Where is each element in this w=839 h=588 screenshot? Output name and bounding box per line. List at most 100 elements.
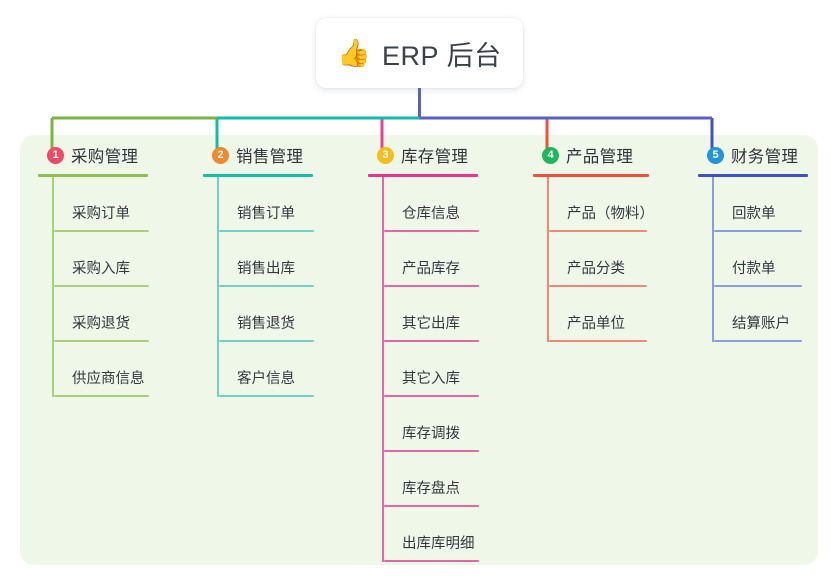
- leaf-item-label: 产品库存: [402, 261, 460, 277]
- branch-header-2[interactable]: 2 销售管理: [203, 142, 353, 168]
- branch-header-5[interactable]: 5 财务管理: [698, 142, 828, 168]
- leaf-item-rule: [54, 230, 149, 232]
- branch-header-rule-1: [38, 174, 148, 177]
- leaf-spine-2: [217, 177, 219, 397]
- leaf-spine-5: [712, 177, 714, 342]
- branch-column-1: 1 采购管理采购订单采购入库采购退货供应商信息: [38, 142, 188, 397]
- leaf-item-rule: [219, 340, 314, 342]
- branch-column-2: 2 销售管理销售订单销售出库销售退货客户信息: [203, 142, 353, 397]
- leaf-item[interactable]: 库存调拨: [384, 397, 518, 452]
- leaf-item-rule: [384, 450, 479, 452]
- leaf-item-rule: [54, 285, 149, 287]
- leaf-item-label: 库存调拨: [402, 426, 460, 442]
- leaf-item-label: 产品单位: [567, 316, 625, 332]
- leaf-list-2: 销售订单销售出库销售退货客户信息: [203, 177, 353, 397]
- leaf-list-1: 采购订单采购入库采购退货供应商信息: [38, 177, 188, 397]
- leaf-item-label: 销售退货: [237, 316, 295, 332]
- leaf-item-label: 其它出库: [402, 316, 460, 332]
- leaf-item-label: 仓库信息: [402, 206, 460, 222]
- branch-header-rule-4: [533, 174, 649, 177]
- leaf-item-rule: [384, 395, 479, 397]
- root-node[interactable]: 👍 ERP 后台: [316, 18, 523, 88]
- branch-title-2: 销售管理: [236, 148, 304, 166]
- root-title: ERP 后台: [382, 40, 502, 71]
- leaf-item[interactable]: 其它入库: [384, 342, 518, 397]
- leaf-item-rule: [384, 560, 479, 562]
- leaf-item[interactable]: 客户信息: [219, 342, 353, 397]
- branch-column-5: 5 财务管理回款单付款单结算账户: [698, 142, 828, 342]
- branch-badge-5: 5: [707, 146, 724, 164]
- leaf-item-label: 产品（物料）: [567, 206, 654, 222]
- leaf-item[interactable]: 产品库存: [384, 232, 518, 287]
- leaf-item[interactable]: 产品（物料）: [549, 177, 683, 232]
- branch-header-rule-5: [698, 174, 808, 177]
- leaf-list-5: 回款单付款单结算账户: [698, 177, 828, 342]
- leaf-item-rule: [219, 395, 314, 397]
- leaf-item-rule: [384, 285, 479, 287]
- leaf-item-label: 回款单: [732, 206, 776, 222]
- leaf-item-label: 其它入库: [402, 371, 460, 387]
- leaf-item-label: 采购退货: [72, 316, 130, 332]
- leaf-item-rule: [549, 340, 647, 342]
- leaf-item-rule: [714, 285, 802, 287]
- branch-title-1: 采购管理: [71, 148, 139, 166]
- leaf-item[interactable]: 产品单位: [549, 287, 683, 342]
- leaf-item[interactable]: 其它出库: [384, 287, 518, 342]
- branch-header-3[interactable]: 3 库存管理: [368, 142, 518, 168]
- leaf-item[interactable]: 采购订单: [54, 177, 188, 232]
- leaf-item-rule: [384, 340, 479, 342]
- leaf-item-label: 产品分类: [567, 261, 625, 277]
- leaf-item-rule: [549, 230, 647, 232]
- leaf-item[interactable]: 库存盘点: [384, 452, 518, 507]
- branch-title-5: 财务管理: [731, 148, 799, 166]
- branch-badge-1: 1: [47, 146, 64, 164]
- leaf-item[interactable]: 回款单: [714, 177, 828, 232]
- leaf-item-rule: [219, 230, 314, 232]
- branch-header-1[interactable]: 1 采购管理: [38, 142, 188, 168]
- leaf-item[interactable]: 付款单: [714, 232, 828, 287]
- leaf-item-label: 供应商信息: [72, 371, 145, 387]
- leaf-spine-1: [52, 177, 54, 397]
- leaf-item[interactable]: 销售出库: [219, 232, 353, 287]
- thumbs-up-icon: 👍: [337, 37, 372, 68]
- diagram-panel: [20, 135, 818, 565]
- leaf-item-label: 库存盘点: [402, 481, 460, 497]
- leaf-item-rule: [54, 340, 149, 342]
- leaf-item-label: 出库库明细: [402, 536, 475, 552]
- leaf-item-rule: [384, 230, 479, 232]
- leaf-item-rule: [384, 505, 479, 507]
- leaf-list-4: 产品（物料） 产品分类产品单位: [533, 177, 683, 342]
- branch-header-rule-2: [203, 174, 313, 177]
- leaf-item-rule: [54, 395, 149, 397]
- branch-badge-4: 4: [542, 146, 559, 164]
- branch-header-rule-3: [368, 174, 478, 177]
- leaf-item-label: 付款单: [732, 261, 776, 277]
- branch-badge-3: 3: [377, 146, 394, 164]
- leaf-item-label: 销售订单: [237, 206, 295, 222]
- leaf-item-label: 客户信息: [237, 371, 295, 387]
- leaf-item-label: 采购订单: [72, 206, 130, 222]
- leaf-item-rule: [219, 285, 314, 287]
- leaf-item[interactable]: 供应商信息: [54, 342, 188, 397]
- branch-badge-2: 2: [212, 146, 229, 164]
- branch-column-3: 3 库存管理仓库信息产品库存其它出库其它入库库存调拨库存盘点出库库明细: [368, 142, 518, 562]
- leaf-item[interactable]: 结算账户: [714, 287, 828, 342]
- leaf-item-rule: [549, 285, 647, 287]
- leaf-item[interactable]: 出库库明细: [384, 507, 518, 562]
- leaf-item-label: 采购入库: [72, 261, 130, 277]
- leaf-spine-4: [547, 177, 549, 342]
- leaf-spine-3: [382, 177, 384, 562]
- leaf-list-3: 仓库信息产品库存其它出库其它入库库存调拨库存盘点出库库明细: [368, 177, 518, 562]
- leaf-item[interactable]: 仓库信息: [384, 177, 518, 232]
- leaf-item-rule: [714, 230, 802, 232]
- leaf-item[interactable]: 采购退货: [54, 287, 188, 342]
- leaf-item-rule: [714, 340, 802, 342]
- leaf-item[interactable]: 产品分类: [549, 232, 683, 287]
- leaf-item[interactable]: 采购入库: [54, 232, 188, 287]
- leaf-item[interactable]: 销售退货: [219, 287, 353, 342]
- leaf-item[interactable]: 销售订单: [219, 177, 353, 232]
- branch-title-3: 库存管理: [401, 148, 469, 166]
